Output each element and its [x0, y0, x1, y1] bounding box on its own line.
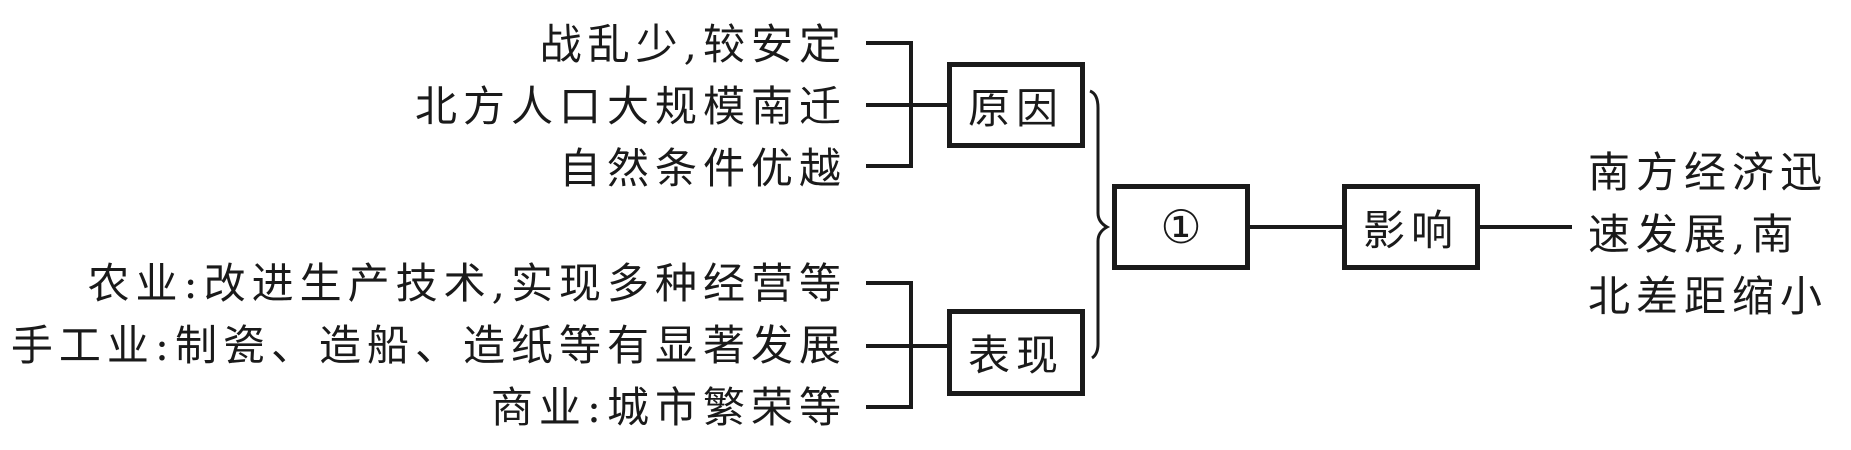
- result-line: 南方经济迅: [1588, 148, 1829, 197]
- cause-item: 北方人口大规模南迁: [414, 82, 847, 131]
- impact-label: 影响: [1362, 205, 1459, 255]
- impact-box: 影响: [1342, 184, 1480, 270]
- center-box: ①: [1112, 184, 1250, 270]
- cause-bracket: [866, 41, 948, 168]
- causes-box: 原因: [947, 62, 1085, 148]
- causes-label: 原因: [967, 83, 1064, 133]
- manifestations-box: 表现: [947, 309, 1085, 396]
- center-label: ①: [1160, 200, 1202, 254]
- result-line: 北差距缩小: [1588, 272, 1829, 321]
- result-line: 速发展,南: [1588, 210, 1800, 259]
- manifestation-bracket: [866, 281, 948, 409]
- manifestation-item: 手工业:制瓷、造船、造纸等有显著发展: [10, 321, 847, 370]
- cause-item: 自然条件优越: [558, 144, 847, 193]
- manifestation-item: 农业:改进生产技术,实现多种经营等: [87, 259, 847, 308]
- cause-item: 战乱少,较安定: [539, 20, 847, 69]
- manifestation-item: 商业:城市繁荣等: [490, 383, 847, 432]
- curly-brace: [1089, 89, 1111, 360]
- manifestations-label: 表现: [967, 331, 1064, 380]
